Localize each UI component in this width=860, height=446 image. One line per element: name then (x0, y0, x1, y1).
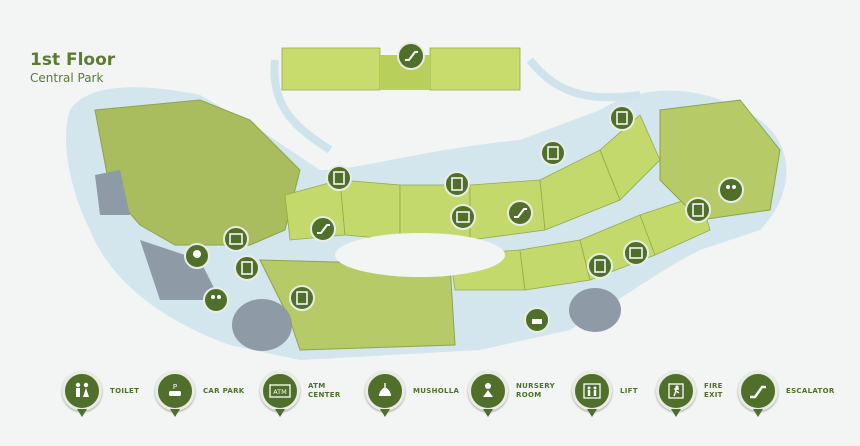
map-pin-escalator-north[interactable] (397, 42, 425, 70)
legend-lift: LIFT (572, 368, 680, 417)
svg-text:P: P (173, 383, 177, 391)
floor-title: 1st Floor (30, 50, 116, 70)
floor-subtitle: Central Park (30, 71, 104, 85)
atm-icon: ATM (260, 371, 300, 417)
legend-atm: ATM ATM CENTER (260, 368, 368, 417)
legend-atm-label-2: CENTER (308, 391, 341, 399)
map-pin-nursery[interactable] (184, 243, 210, 269)
north-block (281, 47, 521, 91)
toilet-icon (62, 371, 102, 417)
legend-toilet: TOILET (62, 368, 170, 417)
atm-badge-text: ATM (273, 388, 287, 396)
legend-car-park-label: CAR PARK (203, 386, 245, 395)
map-pin-lift-3[interactable] (623, 240, 649, 266)
legend-car-park: P CAR PARK (155, 368, 263, 417)
legend-atm-label-1: ATM (308, 382, 326, 390)
map-pin-toilet-2[interactable] (718, 177, 744, 203)
east-block (659, 99, 781, 221)
map-pin-fire-exit-4[interactable] (609, 105, 635, 131)
map-pin-escalator-1[interactable] (310, 216, 336, 242)
legend-fire-exit: FIRE EXIT (656, 368, 764, 417)
map-pin-toilet-1[interactable] (203, 287, 229, 313)
nursery-icon (468, 371, 508, 417)
parking-decks (95, 170, 621, 351)
central-void (335, 233, 505, 277)
escalator-icon (738, 371, 778, 417)
legend-nursery-label-1: NURSERY (516, 382, 555, 390)
map-pin-fire-exit-6[interactable] (289, 285, 315, 311)
map-pin-lift-2[interactable] (223, 226, 249, 252)
legend-fire-exit-label-2: EXIT (704, 391, 723, 399)
map-pin-fire-exit-7[interactable] (587, 253, 613, 279)
map-pin-fire-exit-2[interactable] (444, 171, 470, 197)
legend-musholla-label: MUSHOLLA (413, 386, 460, 395)
legend-escalator-label: ESCALATOR (786, 386, 835, 395)
legend-nursery: NURSERY ROOM (468, 368, 576, 417)
lift-icon (572, 371, 612, 417)
map-pin-lift-1[interactable] (450, 204, 476, 230)
floor-map (66, 42, 787, 360)
legend-toilet-label: TOILET (110, 386, 140, 395)
map-pin-escalator-2[interactable] (507, 200, 533, 226)
legend-lift-label: LIFT (620, 386, 638, 395)
map-pin-fire-exit-8[interactable] (685, 197, 711, 223)
car-park-icon: P (155, 371, 195, 417)
musholla-icon (365, 371, 405, 417)
map-pin-car-park[interactable] (524, 307, 550, 333)
map-pin-fire-exit-1[interactable] (326, 165, 352, 191)
fire-exit-icon (656, 371, 696, 417)
map-pin-fire-exit-5[interactable] (234, 255, 260, 281)
map-legend: TOILET P CAR PARK ATM ATM CENTER MUSHOLL… (0, 368, 860, 438)
walkway-loop (270, 57, 641, 154)
legend-fire-exit-label-1: FIRE (704, 382, 723, 390)
legend-nursery-label-2: ROOM (516, 391, 542, 399)
legend-escalator: ESCALATOR (738, 368, 846, 417)
legend-musholla: MUSHOLLA (365, 368, 473, 417)
floor-title-block: 1st Floor Central Park (30, 50, 115, 86)
map-pin-fire-exit-3[interactable] (540, 140, 566, 166)
